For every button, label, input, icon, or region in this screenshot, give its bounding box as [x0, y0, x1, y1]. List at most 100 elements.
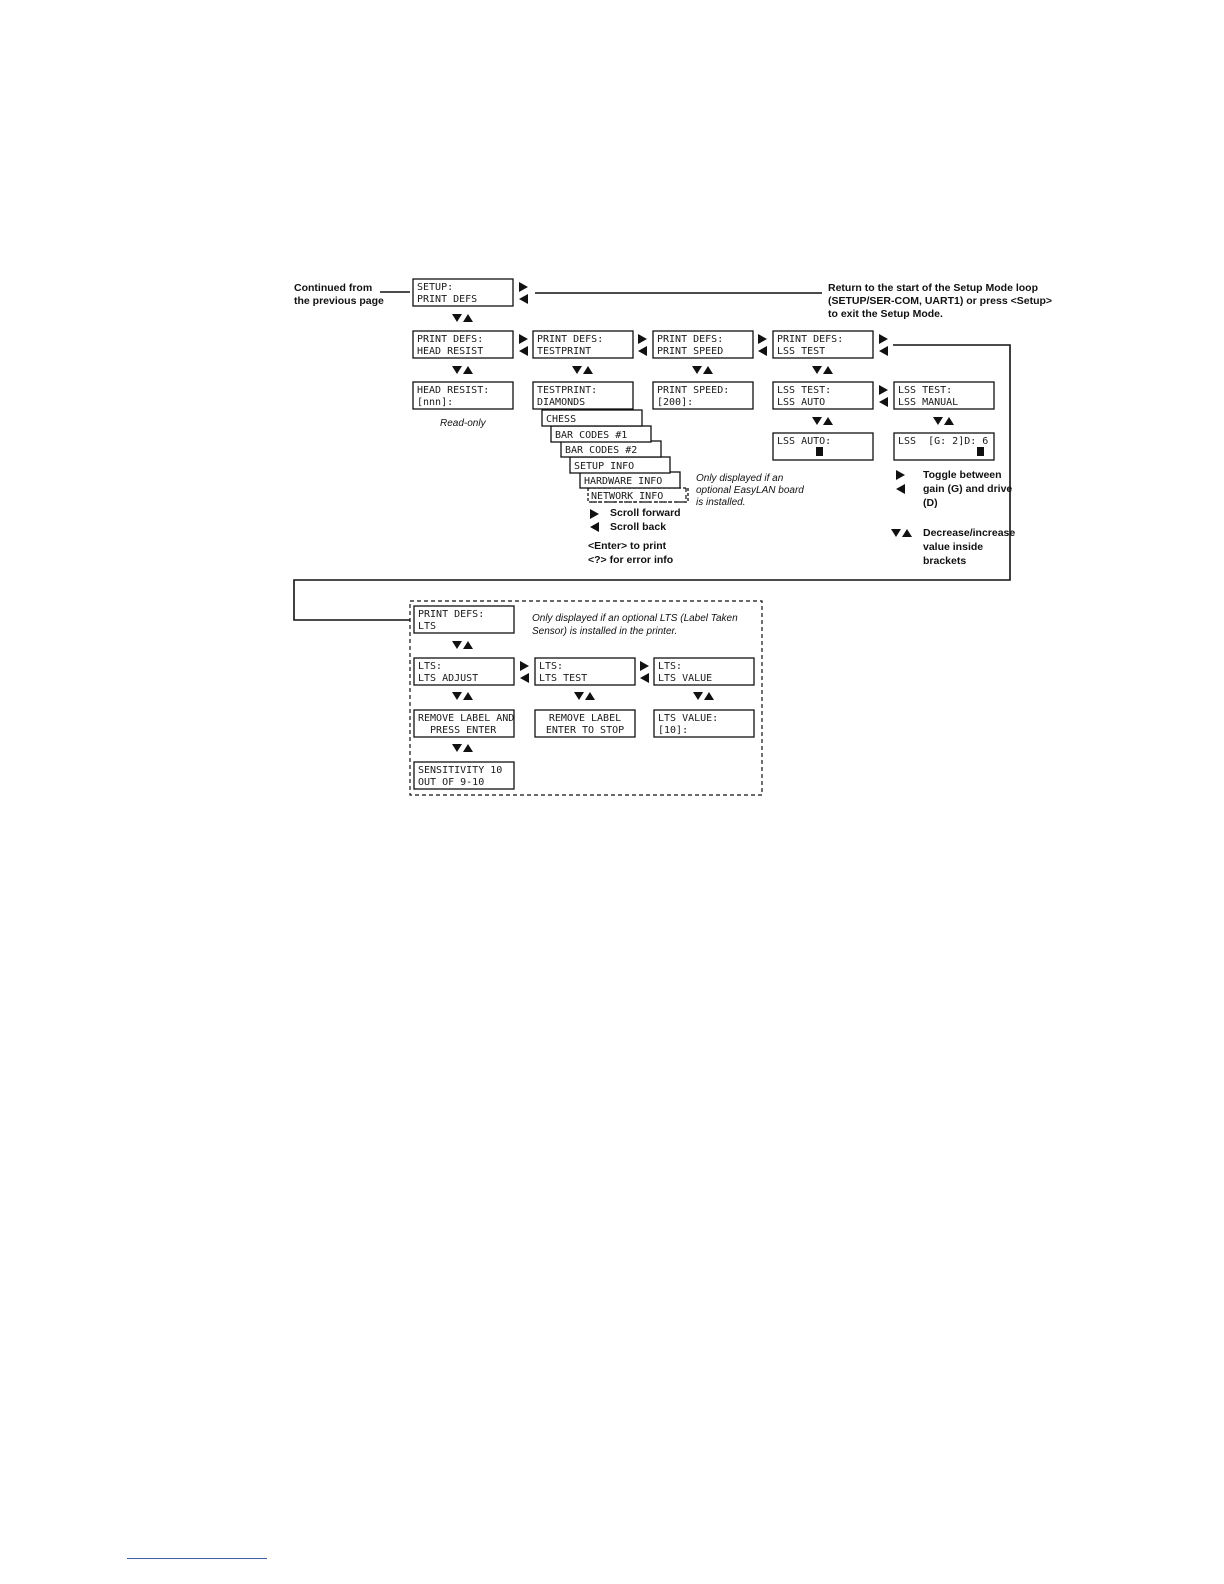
decrease-note-line1: Decrease/increase	[923, 527, 1015, 539]
down-up-arrows-icon	[452, 314, 473, 322]
cursor-block-icon	[977, 447, 984, 456]
svg-text:TESTPRINT:: TESTPRINT:	[537, 385, 597, 396]
return-note-line3: to exit the Setup Mode.	[828, 308, 943, 320]
left-arrow-icon	[519, 346, 528, 356]
svg-text:LSS MANUAL: LSS MANUAL	[898, 397, 958, 408]
list-item: HARDWARE INFO	[579, 471, 681, 489]
easylan-note-line1: Only displayed if an	[696, 473, 784, 484]
screen-lss-manual: LSS TEST: LSS MANUAL	[893, 381, 995, 410]
loop-connector-line	[293, 344, 1011, 621]
svg-text:PRESS ENTER: PRESS ENTER	[418, 725, 497, 736]
svg-text:PRINT DEFS:: PRINT DEFS:	[537, 334, 603, 345]
screen-setup: SETUP: PRINT DEFS	[412, 278, 514, 307]
right-arrow-icon	[519, 334, 528, 344]
left-arrow-icon	[640, 673, 649, 683]
down-up-arrows-icon	[693, 692, 714, 700]
svg-text:LTS: LTS	[418, 621, 436, 632]
read-only-note: Read-only	[440, 418, 487, 429]
svg-text:LSS TEST:: LSS TEST:	[777, 385, 831, 396]
svg-text:LTS VALUE: LTS VALUE	[658, 673, 712, 684]
down-up-arrows-icon	[692, 366, 713, 374]
svg-text:TESTPRINT: TESTPRINT	[537, 346, 591, 357]
svg-text:LTS:: LTS:	[658, 661, 682, 672]
list-item: SETUP INFO	[569, 456, 671, 474]
svg-text:LTS:: LTS:	[418, 661, 442, 672]
left-arrow-icon	[758, 346, 767, 356]
up-arrow-icon	[823, 417, 833, 425]
screen-head-resist-value: HEAD RESIST: [nnn]:	[412, 381, 514, 410]
lts-optional-section	[409, 600, 763, 796]
screen-lts-test: LTS: LTS TEST	[534, 657, 636, 686]
down-up-arrows-icon	[452, 366, 473, 374]
enter-to-print-label: <Enter> to print	[588, 540, 667, 552]
svg-text:[nnn]:: [nnn]:	[417, 397, 453, 408]
list-item: BAR CODES #2	[560, 440, 662, 458]
down-up-arrows-icon	[452, 692, 473, 700]
left-arrow-icon	[590, 522, 599, 532]
svg-text:[10]:: [10]:	[658, 725, 688, 736]
left-arrow-icon	[896, 484, 905, 494]
down-up-arrows-icon	[574, 692, 595, 700]
svg-text:PRINT DEFS:: PRINT DEFS:	[418, 609, 484, 620]
svg-text:PRINT DEFS:: PRINT DEFS:	[417, 334, 483, 345]
decrease-note-line3: brackets	[923, 555, 966, 567]
right-arrow-icon	[896, 470, 905, 480]
right-arrow-icon	[640, 661, 649, 671]
scroll-back-label: Scroll back	[610, 521, 666, 533]
easylan-note-line3: is installed.	[696, 497, 745, 508]
toggle-note-line3: (D)	[923, 497, 938, 509]
svg-text:LTS TEST: LTS TEST	[539, 673, 587, 684]
return-note-line1: Return to the start of the Setup Mode lo…	[828, 282, 1038, 294]
svg-text:HEAD RESIST:: HEAD RESIST:	[417, 385, 489, 396]
list-item: NETWORK INFO	[587, 487, 689, 503]
screen-head-resist-menu: PRINT DEFS: HEAD RESIST	[412, 330, 514, 359]
svg-text:DIAMONDS: DIAMONDS	[537, 397, 585, 408]
left-arrow-icon	[519, 294, 528, 304]
svg-text:BAR CODES #2: BAR CODES #2	[565, 445, 637, 456]
down-up-arrows-icon	[891, 529, 912, 537]
right-arrow-icon	[879, 334, 888, 344]
svg-text:PRINT DEFS:: PRINT DEFS:	[657, 334, 723, 345]
svg-text:LTS:: LTS:	[539, 661, 563, 672]
down-up-arrows-icon	[452, 641, 473, 649]
toggle-note-line2: gain (G) and drive	[923, 483, 1012, 495]
footer-rule	[127, 1558, 267, 1559]
left-arrow-icon	[638, 346, 647, 356]
svg-text:PRINT DEFS:: PRINT DEFS:	[777, 334, 843, 345]
list-item: CHESS	[541, 409, 643, 427]
decrease-note-line2: value inside	[923, 541, 983, 553]
screen-remove-label-enter: REMOVE LABEL AND PRESS ENTER	[413, 709, 515, 738]
right-arrow-icon	[590, 509, 599, 519]
screen-remove-label-stop: REMOVE LABEL ENTER TO STOP	[534, 709, 636, 738]
screen-print-speed-value: PRINT SPEED: [200]:	[652, 381, 754, 410]
return-note-line2: (SETUP/SER-COM, UART1) or press <Setup>	[828, 295, 1052, 307]
svg-text:LTS ADJUST: LTS ADJUST	[418, 673, 478, 684]
down-arrow-icon	[812, 417, 822, 425]
down-up-arrows-icon	[812, 417, 833, 425]
right-arrow-icon	[879, 385, 888, 395]
continued-note-line2: the previous page	[294, 295, 384, 307]
svg-text:BAR CODES #1: BAR CODES #1	[555, 430, 627, 441]
svg-text:NETWORK INFO: NETWORK INFO	[591, 491, 663, 502]
screen-testprint-menu: PRINT DEFS: TESTPRINT	[532, 330, 634, 359]
lts-note-line1: Only displayed if an optional LTS (Label…	[532, 613, 738, 624]
down-up-arrows-icon	[572, 366, 593, 374]
down-up-arrows-icon	[452, 744, 473, 752]
down-up-arrows-icon	[812, 366, 833, 374]
testprint-options-stack: NETWORK INFO HARDWARE INFO SETUP INFO BA…	[532, 381, 689, 503]
screen-testprint-value: TESTPRINT: DIAMONDS	[532, 381, 634, 410]
svg-text:REMOVE LABEL AND: REMOVE LABEL AND	[418, 713, 514, 724]
screen-lts-value: LTS VALUE: [10]:	[653, 709, 755, 738]
toggle-note-line1: Toggle between	[923, 469, 1002, 481]
svg-text:HARDWARE INFO: HARDWARE INFO	[584, 476, 662, 487]
svg-text:LSS [G: 2]D: 6: LSS [G: 2]D: 6	[898, 436, 988, 447]
screen-lss-auto: LSS TEST: LSS AUTO	[772, 381, 874, 410]
screen-lss-manual-value: LSS [G: 2]D: 6	[893, 432, 995, 461]
right-arrow-icon	[638, 334, 647, 344]
easylan-note-line2: optional EasyLAN board	[696, 485, 804, 496]
svg-text:SENSITIVITY 10: SENSITIVITY 10	[418, 765, 502, 776]
cursor-block-icon	[816, 447, 823, 456]
network-info-dashed-bracket	[588, 488, 687, 503]
svg-text:OUT OF 9-10: OUT OF 9-10	[418, 777, 484, 788]
